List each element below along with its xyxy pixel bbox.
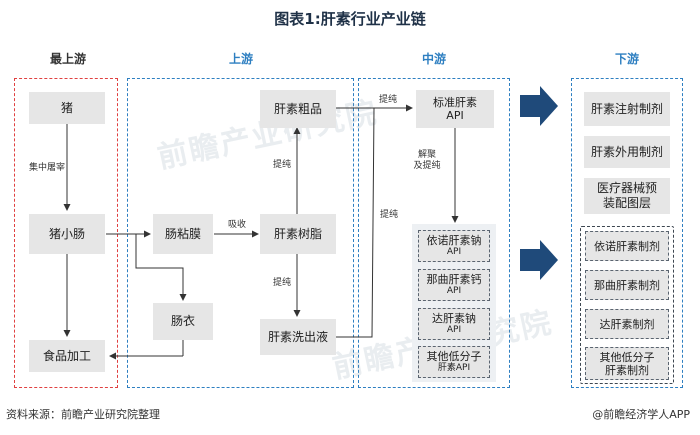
node-pig-intestine: 猪小肠	[29, 214, 105, 254]
node-food-processing: 食品加工	[29, 340, 105, 372]
node-other-lmwh-prep: 其他低分子 肝素制剂	[585, 347, 669, 380]
column-header-upstream: 上游	[228, 52, 253, 66]
node-dalteparin-api: 达肝素钠 API	[418, 308, 490, 340]
node-pig: 猪	[29, 92, 105, 124]
brand-credit: @前瞻经济学人APP	[592, 408, 690, 421]
node-crude-heparin: 肝素粗品	[260, 90, 336, 128]
label-centralized-slaughter: 集中屠宰	[28, 163, 65, 173]
node-casing: 肠衣	[153, 303, 213, 340]
node-other-lmwh-api: 其他低分子 肝素API	[418, 346, 490, 378]
node-heparin-topical: 肝素外用制剂	[584, 136, 670, 168]
node-dalteparin-prep: 达肝素制剂	[585, 309, 669, 339]
column-header-downstream: 下游	[614, 52, 639, 66]
label-depolymerize: 解聚 及提纯	[413, 150, 441, 171]
label-purify: 提纯	[272, 160, 291, 170]
frame-top-upstream	[14, 78, 118, 388]
node-standard-heparin-api: 标准肝素 API	[416, 90, 494, 128]
node-nadroparin-api: 那曲肝素钙 API	[418, 269, 490, 301]
label-purify: 提纯	[379, 210, 398, 220]
node-intestinal-mucosa: 肠粘膜	[153, 214, 213, 254]
frame-downstream	[571, 78, 683, 388]
node-enoxaparin-api: 依诺肝素钠 API	[418, 230, 490, 262]
frame-upstream	[127, 78, 354, 388]
column-header-top-upstream: 最上游	[49, 52, 86, 66]
label-absorb: 吸收	[227, 220, 246, 230]
node-enoxaparin-prep: 依诺肝素制剂	[585, 231, 669, 261]
chart-title: 图表1:肝素行业产业链	[274, 10, 426, 28]
node-heparin-eluate: 肝素洗出液	[260, 319, 336, 355]
node-device-coating: 医疗器械预 装配图层	[584, 178, 670, 214]
label-purify: 提纯	[378, 95, 397, 105]
source-note: 资料来源：前瞻产业研究院整理	[6, 408, 160, 421]
node-nadroparin-prep: 那曲肝素制剂	[585, 270, 669, 300]
lmwh-preparation-group	[580, 226, 674, 384]
frame-midstream	[358, 78, 510, 388]
label-purify: 提纯	[272, 278, 291, 288]
node-heparin-injection: 肝素注射制剂	[584, 92, 670, 126]
node-heparin-resin: 肝素树脂	[260, 214, 336, 254]
column-header-midstream: 中游	[421, 52, 446, 66]
